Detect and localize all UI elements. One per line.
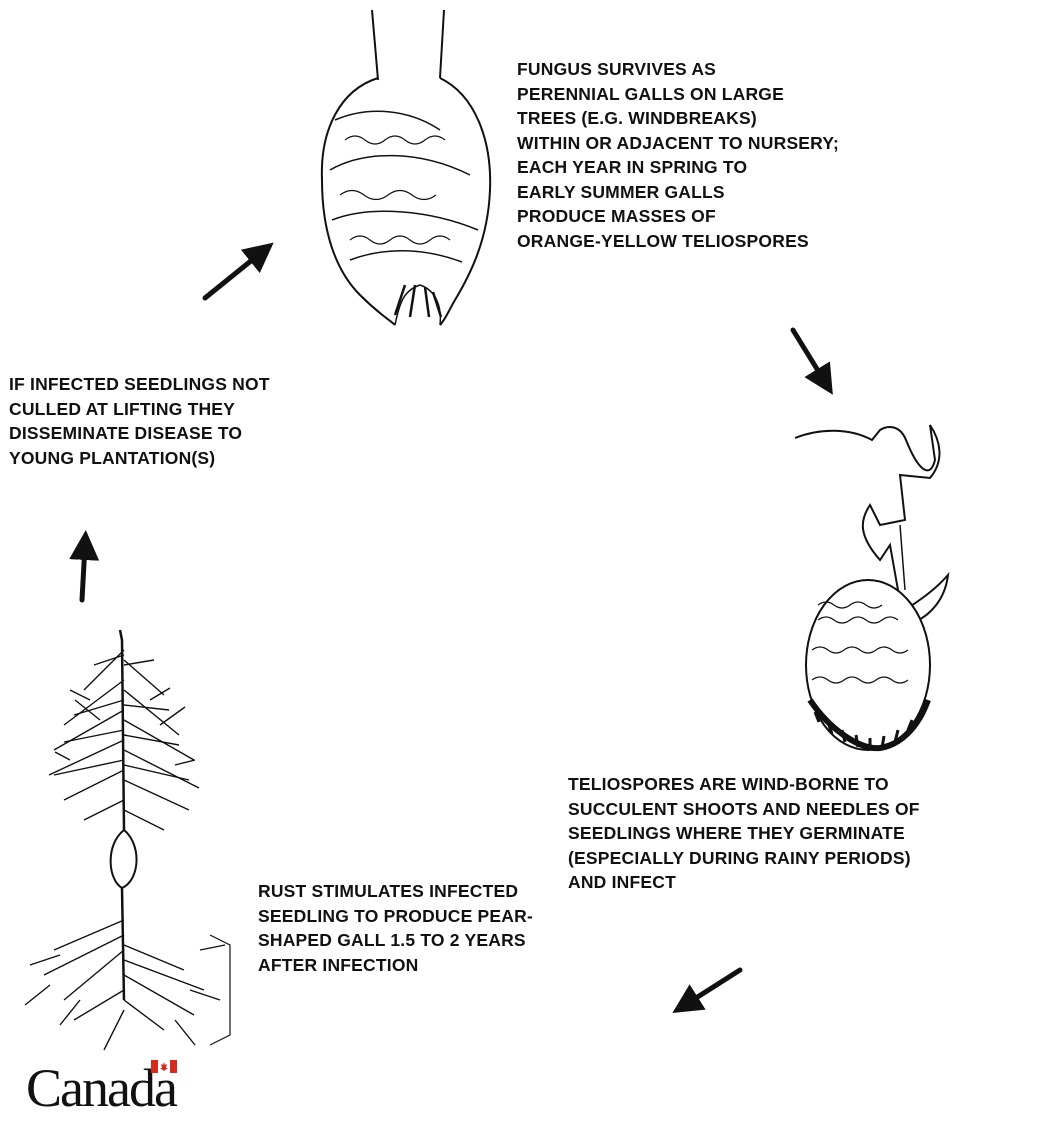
teliospore-caption: TELIOSPORES ARE WIND-BORNE TO SUCCULENT … — [568, 772, 920, 895]
gall-caption: FUNGUS SURVIVES AS PERENNIAL GALLS ON LA… — [517, 57, 839, 253]
arrow-to-rust — [685, 970, 740, 1005]
arrow-to-plantation — [82, 545, 85, 600]
gall-illustration — [322, 10, 490, 325]
teliospore-illustration — [795, 425, 948, 750]
seedlings-caption: IF INFECTED SEEDLINGS NOT CULLED AT LIFT… — [9, 372, 270, 470]
seedling-illustration — [25, 630, 230, 1050]
canada-flag-icon — [151, 1060, 177, 1073]
arrow-to-spores — [793, 330, 825, 382]
rust-caption: RUST STIMULATES INFECTED SEEDLING TO PRO… — [258, 879, 533, 977]
arrow-to-gall — [205, 252, 262, 298]
